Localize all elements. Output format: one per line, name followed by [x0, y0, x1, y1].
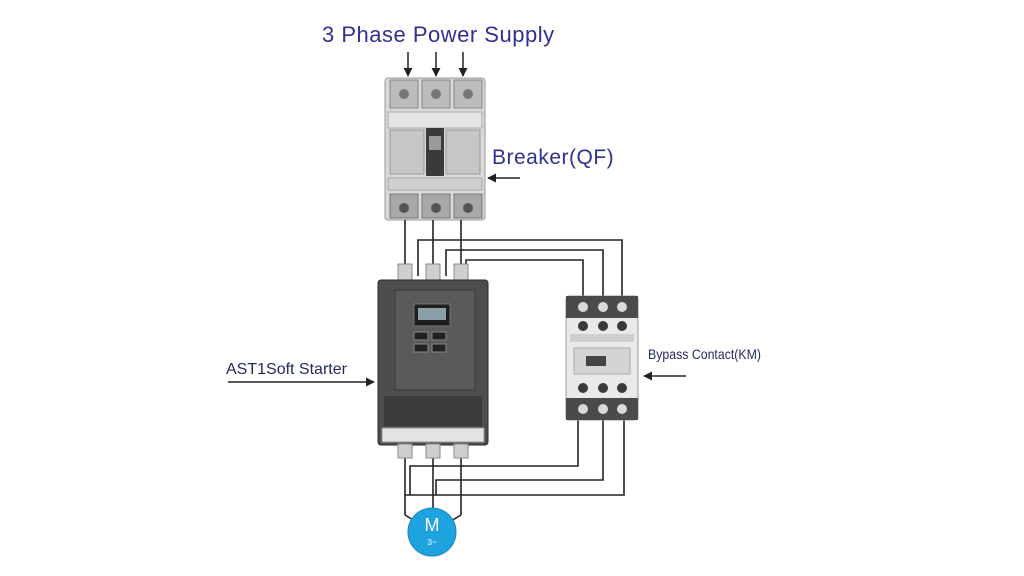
wires	[404, 220, 625, 525]
breaker-label: Breaker(QF)	[492, 146, 615, 169]
bypass-contact-label: Bypass Contact(KM)	[648, 346, 761, 362]
breaker-qf	[384, 77, 486, 221]
motor	[407, 507, 457, 557]
motor-letter: M	[424, 515, 440, 535]
soft-starter	[377, 263, 489, 459]
supply-arrows	[403, 52, 468, 77]
label-arrows	[228, 173, 686, 387]
motor-phase-label: 3~	[427, 538, 437, 547]
soft-starter-label: AST1Soft Starter	[226, 361, 347, 378]
power-supply-label: 3 Phase Power Supply	[322, 22, 555, 47]
bypass-contactor	[565, 295, 639, 421]
